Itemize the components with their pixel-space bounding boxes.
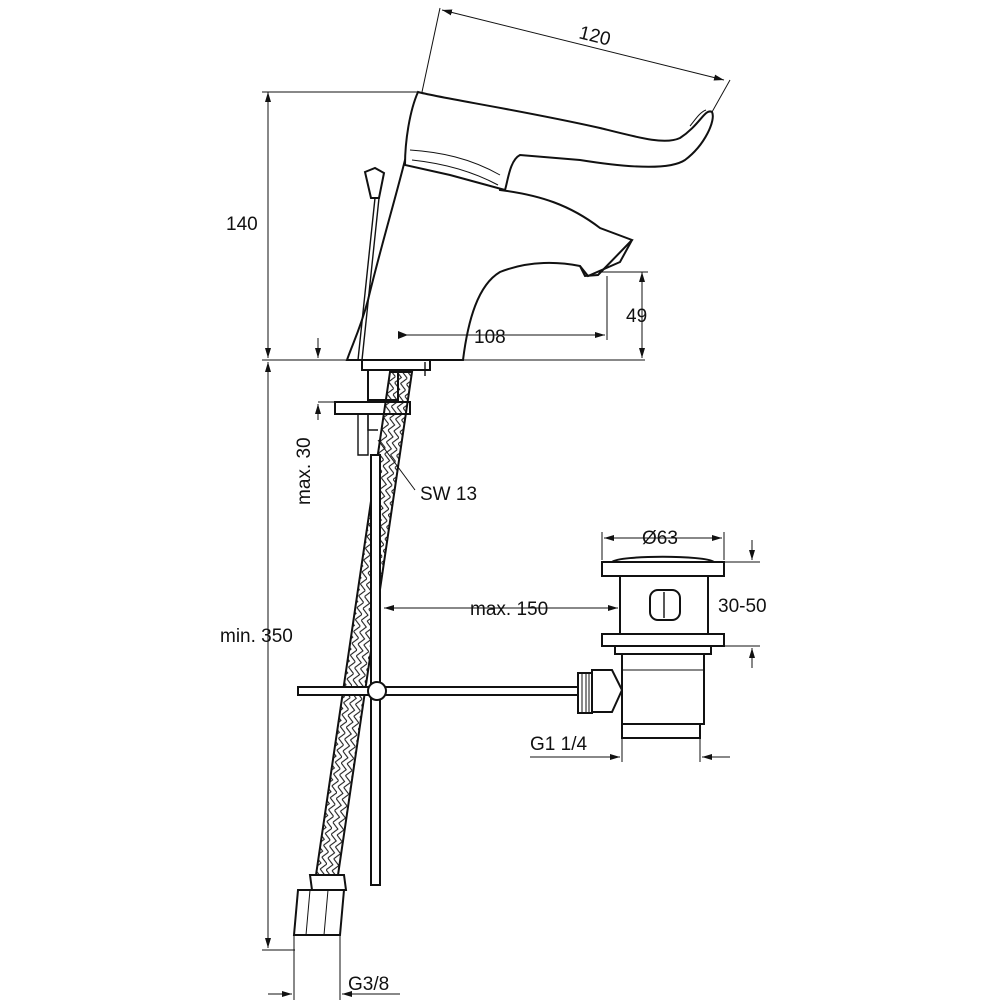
dimension-labels: 120 140 108 49 max. 30 SW 13 Ø63 30-50 m… xyxy=(220,22,767,995)
dim-g3-8: G3/8 xyxy=(348,974,389,995)
waste-rod xyxy=(297,681,579,701)
flexible-hose xyxy=(292,371,414,936)
faucet-body xyxy=(345,90,714,376)
dim-120: 120 xyxy=(577,22,613,50)
dimension-lines xyxy=(262,7,760,1000)
dim-30-50: 30-50 xyxy=(718,596,767,617)
popup-connector-rod xyxy=(370,454,381,886)
popup-rod xyxy=(357,166,386,361)
dim-max-150: max. 150 xyxy=(470,599,548,620)
dim-max-30: max. 30 xyxy=(294,437,315,505)
dim-108: 108 xyxy=(474,327,506,348)
waste-valve xyxy=(577,555,725,739)
dim-49: 49 xyxy=(626,306,647,327)
dim-g1-1-4: G1 1/4 xyxy=(530,734,587,755)
dim-bore-63: Ø63 xyxy=(642,528,678,549)
dim-min-350: min. 350 xyxy=(220,626,293,647)
dim-sw-13: SW 13 xyxy=(420,484,477,505)
dim-140: 140 xyxy=(226,214,258,235)
